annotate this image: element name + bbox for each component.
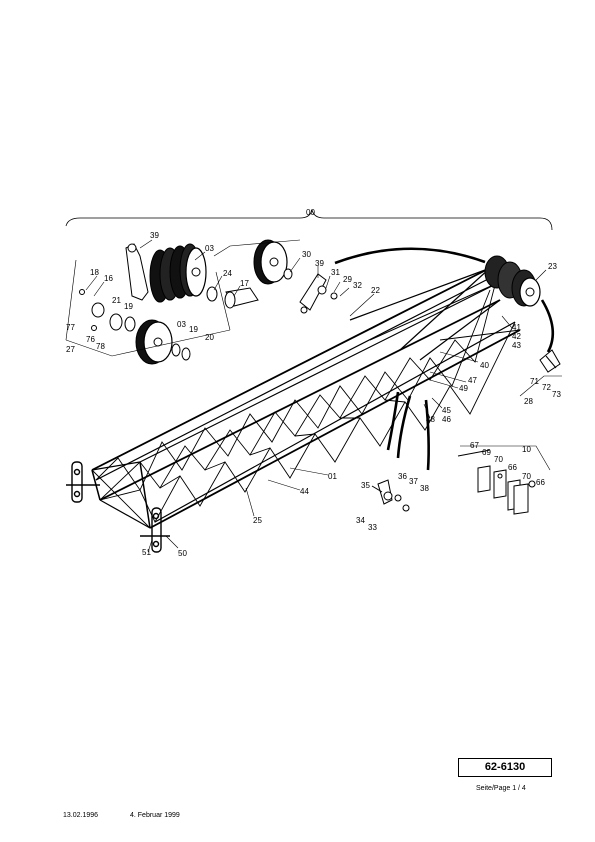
callout-29: 29 [343, 275, 352, 284]
callout-30: 30 [302, 250, 311, 259]
callout-66: 66 [536, 478, 545, 487]
callout-39: 39 [315, 259, 324, 268]
callout-40: 40 [480, 361, 489, 370]
drum-assembly [79, 239, 338, 365]
leader-lines [65, 239, 562, 553]
clamp-hardware [371, 479, 410, 512]
callout-44: 44 [300, 487, 309, 496]
callout-72: 72 [542, 383, 551, 392]
assembly-brace [65, 209, 553, 231]
callout-43: 43 [512, 341, 521, 350]
callout-23: 23 [548, 262, 557, 271]
callout-38: 38 [420, 484, 429, 493]
callout-03: 03 [205, 244, 214, 253]
callout-45: 45 [442, 406, 451, 415]
callout-66: 66 [508, 463, 517, 472]
callout-78: 78 [96, 342, 105, 351]
callout-19: 19 [189, 325, 198, 334]
callout-71: 71 [530, 377, 539, 386]
callout-70: 70 [494, 455, 503, 464]
creation-date: 13.02.1996 [63, 812, 99, 819]
callout-27: 27 [66, 345, 75, 354]
callout-20: 20 [205, 333, 214, 342]
callout-10: 10 [522, 445, 531, 454]
rope-clip [539, 349, 561, 373]
callout-01: 01 [328, 472, 337, 481]
callout-41: 41 [512, 323, 521, 332]
callout-31: 31 [331, 268, 340, 277]
callout-22: 22 [371, 286, 380, 295]
callout-17: 17 [240, 279, 249, 288]
callout-50: 50 [178, 549, 187, 558]
callout-73: 73 [552, 390, 561, 399]
callout-24: 24 [223, 269, 232, 278]
lattice-diagonals [95, 284, 516, 523]
callout-18: 18 [90, 268, 99, 277]
page-label: Seite/Page 1 / 4 [476, 785, 526, 792]
wire-ropes [334, 247, 555, 471]
callout-37: 37 [409, 477, 418, 486]
callout-00: 00 [306, 208, 315, 217]
callout-46: 46 [442, 415, 451, 424]
callout-67: 67 [470, 441, 479, 450]
head-sheaves [484, 255, 541, 307]
callout-34: 34 [356, 516, 365, 525]
callout-25: 25 [253, 516, 262, 525]
boom-foot-pins [66, 461, 170, 553]
callout-51: 51 [142, 548, 151, 557]
callout-48: 48 [426, 415, 435, 424]
callout-33: 33 [368, 523, 377, 532]
callout-labels: 00 39 03 18 16 24 17 30 39 31 29 32 22 2… [66, 208, 561, 558]
bracket-plates [457, 449, 536, 515]
callout-16: 16 [104, 274, 113, 283]
part-number-box: 62-6130 [458, 758, 552, 777]
callout-47: 47 [468, 376, 477, 385]
callout-28: 28 [524, 397, 533, 406]
callout-49: 49 [459, 384, 468, 393]
callout-19: 19 [124, 302, 133, 311]
revision-date: 4. Februar 1999 [130, 812, 180, 819]
callout-35: 35 [361, 481, 370, 490]
callout-76: 76 [86, 335, 95, 344]
callout-77: 77 [66, 323, 75, 332]
callout-69: 69 [482, 448, 491, 457]
callout-32: 32 [353, 281, 362, 290]
callout-36: 36 [398, 472, 407, 481]
callout-03: 03 [177, 320, 186, 329]
callout-42: 42 [512, 332, 521, 341]
callout-70: 70 [522, 472, 531, 481]
callout-21: 21 [112, 296, 121, 305]
callout-39: 39 [150, 231, 159, 240]
